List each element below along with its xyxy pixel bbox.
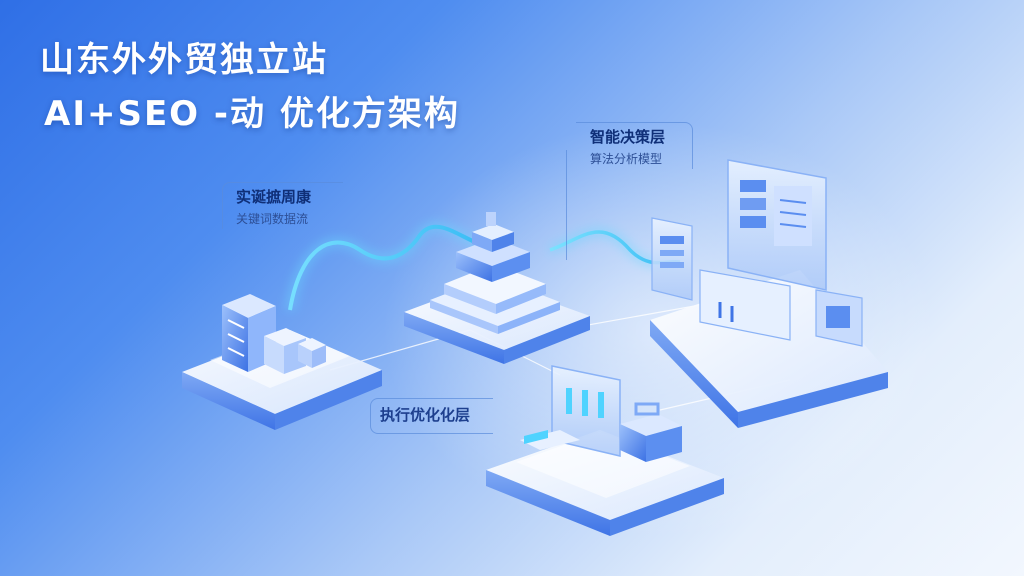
callout-data-layer: 实诞摭周康 关键词数据流: [236, 186, 311, 227]
page-title: 山东外外贸独立站: [40, 40, 328, 80]
platform-execution-layer: [486, 430, 724, 536]
data-layer-sublabel: 关键词数据流: [236, 212, 309, 226]
callout-decision-layer: 智能决策层 算法分析模型: [590, 126, 665, 167]
callout-execution-layer: 执行优化化层: [380, 404, 470, 425]
execution-layer-label: 执行优化化层: [380, 406, 471, 424]
callout-bracket-data: [222, 182, 343, 229]
callout-bracket-decision-drop: [566, 150, 567, 260]
data-layer-label: 实诞摭周康: [236, 188, 312, 206]
callout-bracket-decision: [576, 122, 693, 169]
decision-layer-label: 智能决策层: [590, 128, 666, 146]
monitor-dashboard-icon: [699, 159, 863, 347]
server-stack-icon: [222, 294, 326, 374]
processor-chip-icon: [456, 212, 530, 282]
toolbox-icon: [520, 365, 682, 462]
callout-bracket-exec: [370, 398, 493, 434]
page-subtitle: AI+SEO -动 优化方架构: [44, 94, 460, 134]
decision-layer-sublabel: 算法分析模型: [590, 152, 663, 166]
document-panel-icon: [651, 217, 693, 301]
platform-processor: [404, 264, 590, 364]
